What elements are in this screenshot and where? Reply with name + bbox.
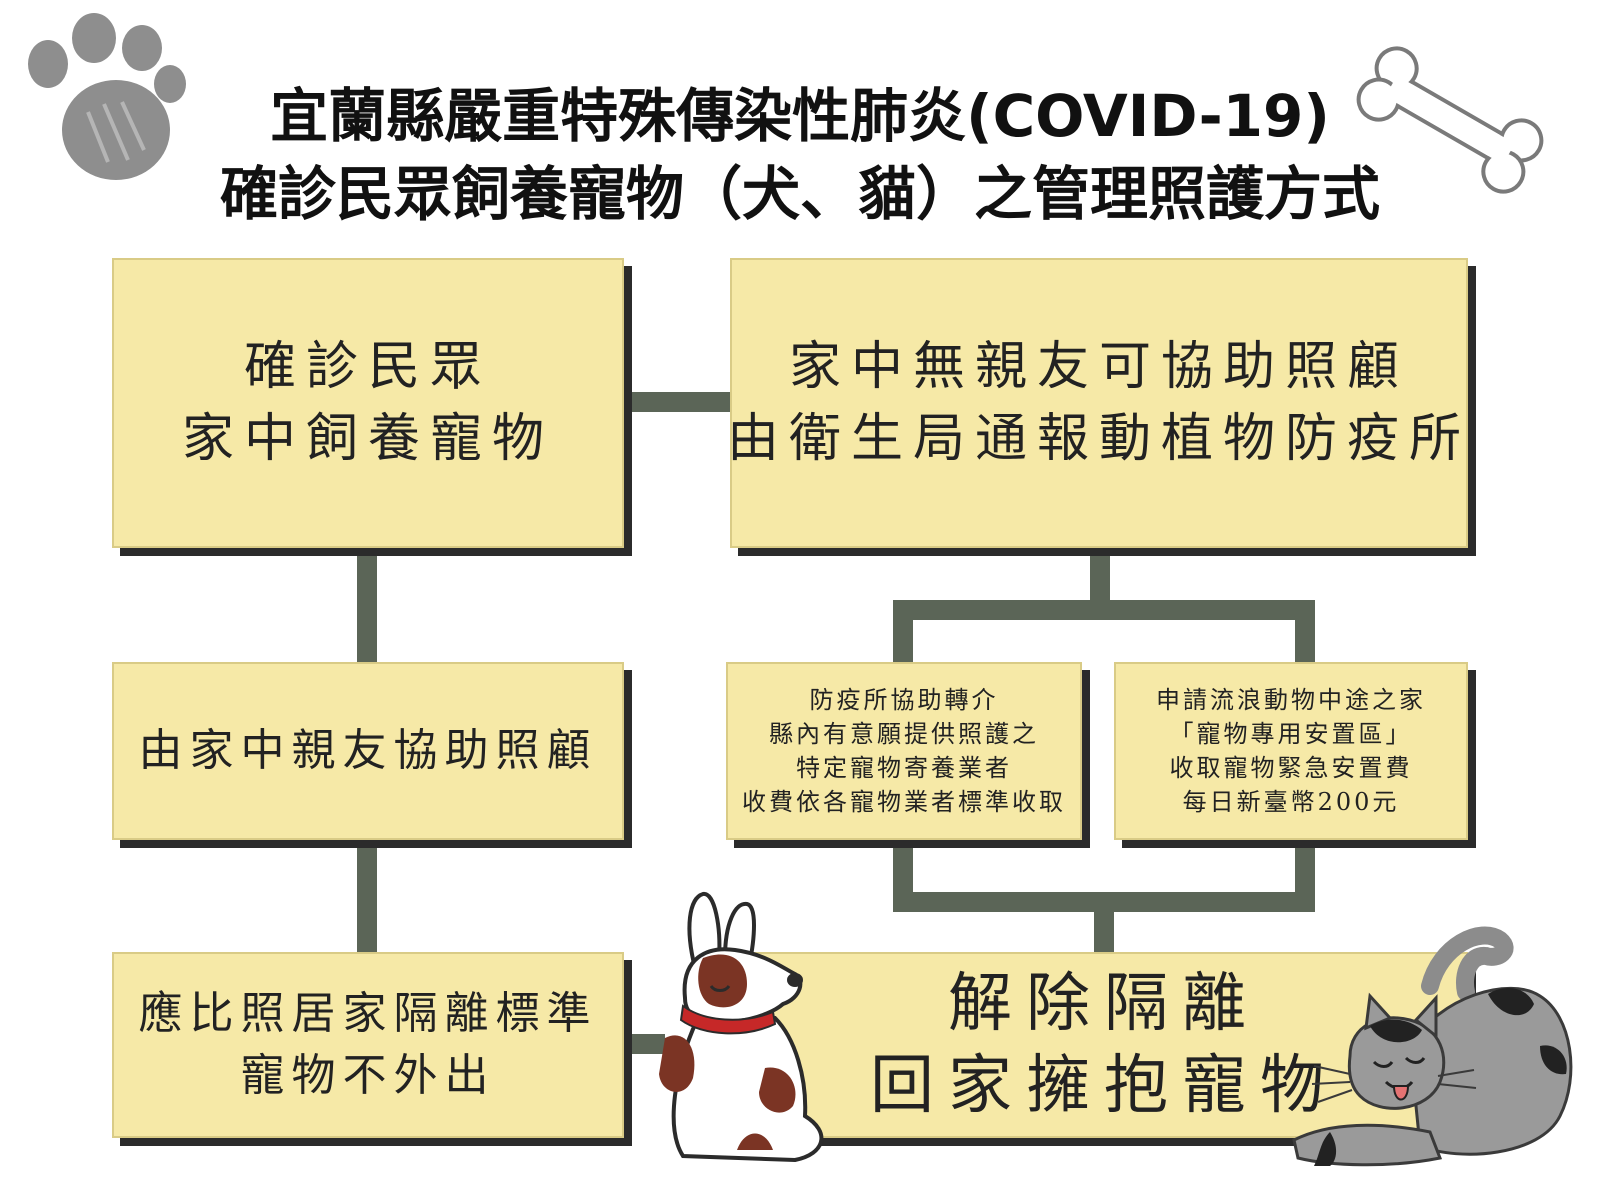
node-boarding-line-2: 縣內有意願提供照護之 — [769, 720, 1039, 748]
poster-title-line-1: 宜蘭縣嚴重特殊傳染性肺炎(COVID-19) — [270, 82, 1330, 150]
node-relatives-care-line-1: 由家中親友協助照顧 — [138, 725, 598, 776]
paw-print-icon — [28, 13, 186, 180]
node-boarding-line-4: 收費依各寵物業者標準收取 — [742, 788, 1066, 816]
connector-split-horizontal — [893, 600, 1315, 620]
node-shelter-line-3: 收取寵物緊急安置費 — [1169, 754, 1413, 782]
connector-no-relatives-down — [1090, 552, 1110, 604]
node-isolation-line-1: 應比照居家隔離標準 — [138, 988, 598, 1039]
node-relatives-care: 由家中親友協助照顧 — [112, 662, 624, 840]
bone-icon — [1356, 46, 1544, 194]
connector-relatives-to-isolation — [357, 842, 377, 956]
node-release-isolation: 解除隔離 回家擁抱寵物 — [730, 952, 1468, 1138]
connector-split-left-down — [893, 600, 913, 664]
node-shelter-placement: 申請流浪動物中途之家 「寵物專用安置區」 收取寵物緊急安置費 每日新臺幣200元 — [1114, 662, 1468, 840]
node-no-relatives-report: 家中無親友可協助照顧 由衛生局通報動植物防疫所 — [727, 258, 1472, 548]
node-boarding-line-3: 特定寵物寄養業者 — [796, 754, 1012, 782]
node-no-relatives-line-1: 家中無親友可協助照顧 — [788, 337, 1409, 397]
cat-illustration — [1292, 926, 1573, 1167]
connector-confirmed-to-no-relatives — [625, 392, 733, 412]
node-shelter-line-2: 「寵物專用安置區」 — [1169, 720, 1413, 748]
connector-split-right-down — [1295, 600, 1315, 664]
connector-isolation-to-release — [625, 1034, 665, 1054]
node-confirmed-line-2: 家中飼養寵物 — [181, 409, 554, 469]
node-isolation-line-2: 寵物不外出 — [240, 1050, 496, 1101]
node-release-line-2: 回家擁抱寵物 — [870, 1049, 1338, 1123]
connector-confirmed-to-relatives — [357, 552, 377, 664]
connector-merge-to-release — [1094, 892, 1114, 956]
node-confirmed-line-1: 確診民眾 — [243, 337, 492, 397]
node-release-line-1: 解除隔離 — [948, 967, 1260, 1041]
node-shelter-line-4: 每日新臺幣200元 — [1182, 788, 1400, 816]
node-boarding-line-1: 防疫所協助轉介 — [809, 686, 999, 714]
node-shelter-line-1: 申請流浪動物中途之家 — [1156, 686, 1426, 714]
node-home-isolation: 應比照居家隔離標準 寵物不外出 — [112, 952, 624, 1138]
poster-title-line-2: 確診民眾飼養寵物（犬、貓）之管理照護方式 — [219, 160, 1380, 228]
node-confirmed-household-pets: 確診民眾 家中飼養寵物 — [112, 258, 624, 548]
dog-illustration — [659, 892, 824, 1163]
node-pet-boarding-referral: 防疫所協助轉介 縣內有意願提供照護之 特定寵物寄養業者 收費依各寵物業者標準收取 — [726, 662, 1082, 840]
node-no-relatives-line-2: 由衛生局通報動植物防疫所 — [727, 409, 1472, 469]
